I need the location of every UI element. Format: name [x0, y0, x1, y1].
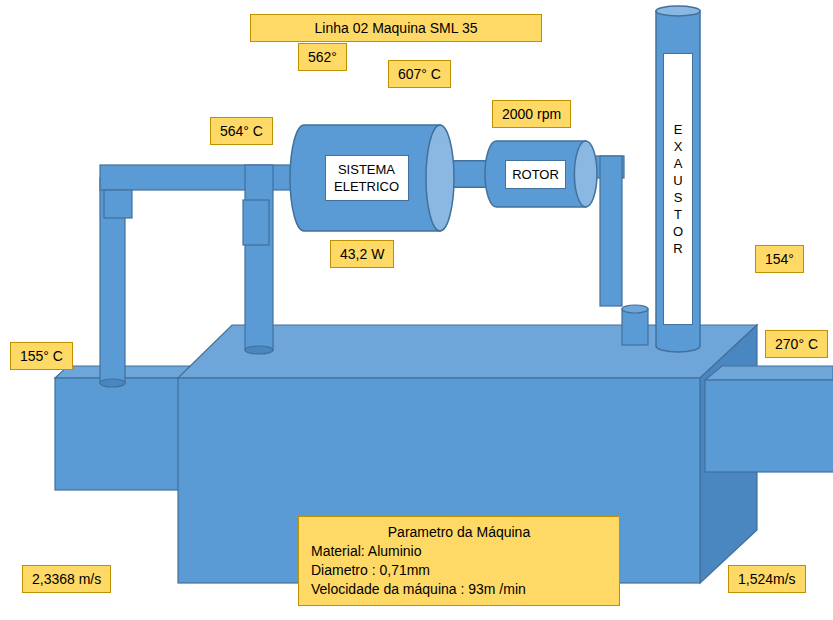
callout-text: 154°	[765, 251, 794, 267]
value-callout: 155° C	[10, 342, 73, 370]
title-box: Linha 02 Maquina SML 35	[250, 14, 542, 42]
outlet-box-top	[705, 366, 833, 380]
panel-heading: Parametro da Máquina	[311, 523, 607, 542]
label-plate: ROTOR	[505, 160, 566, 189]
value-callout: 564° C	[210, 117, 273, 145]
cylinder-body	[485, 141, 586, 207]
pipe-end	[245, 346, 273, 354]
value-callout: 562°	[298, 43, 347, 71]
callout-text: 607° C	[398, 66, 441, 82]
callout-text: 562°	[308, 49, 337, 65]
pipe-coupling	[243, 200, 269, 245]
cylinder-face	[574, 141, 597, 207]
callout-text: 270° C	[775, 336, 818, 352]
callout-text: 43,2 W	[340, 246, 384, 262]
pipe-coupling	[622, 309, 648, 345]
pipe-outline	[451, 160, 489, 188]
parameter-line: Material: Aluminio	[311, 542, 607, 561]
rotor-cylinder: ROTOR	[485, 140, 598, 208]
pipe-connector	[451, 174, 489, 175]
value-callout: 270° C	[765, 330, 828, 358]
callout-text: 1,524m/s	[738, 571, 796, 587]
parameter-line: Velocidade da máquina : 93m /min	[311, 580, 607, 599]
callout-text: 564° C	[220, 123, 263, 139]
callout-text: 2,3368 m/s	[32, 571, 101, 587]
outlet-box-front	[705, 380, 833, 472]
value-callout: 2000 rpm	[492, 100, 571, 128]
value-callout: 43,2 W	[330, 240, 394, 268]
label-plate: EXAUSTOR	[663, 53, 693, 325]
value-callout: 2,3368 m/s	[22, 565, 111, 593]
electric-system-cylinder: SISTEMA ELETRICO	[290, 124, 455, 232]
component-name: SISTEMA ELETRICO	[332, 161, 402, 195]
cylinder-face	[426, 125, 454, 231]
cylinder-body	[290, 125, 440, 231]
parameter-line: Diametro : 0,71mm	[311, 561, 607, 580]
pipe-end	[100, 379, 125, 387]
parameter-panel: Parametro da MáquinaMaterial: AluminioDi…	[298, 516, 620, 606]
pipe	[245, 165, 273, 350]
value-callout: 607° C	[388, 60, 451, 88]
value-callout: 154°	[755, 245, 804, 273]
inlet-box-front	[55, 378, 180, 490]
component-name: EXAUSTOR	[672, 121, 685, 257]
callout-text: 155° C	[20, 348, 63, 364]
label-plate: SISTEMA ELETRICO	[325, 155, 409, 201]
value-callout: 1,524m/s	[728, 565, 806, 593]
pipe-end	[622, 305, 648, 313]
stack-top	[656, 6, 700, 16]
pipe	[600, 156, 622, 306]
exhaust-stack: EXAUSTOR	[655, 5, 701, 352]
pipe-coupling	[104, 190, 132, 218]
pipe-fill	[451, 162, 489, 187]
callout-text: 2000 rpm	[502, 106, 561, 122]
title-text: Linha 02 Maquina SML 35	[315, 20, 478, 36]
stack-body	[656, 11, 700, 352]
component-name: ROTOR	[512, 166, 559, 183]
